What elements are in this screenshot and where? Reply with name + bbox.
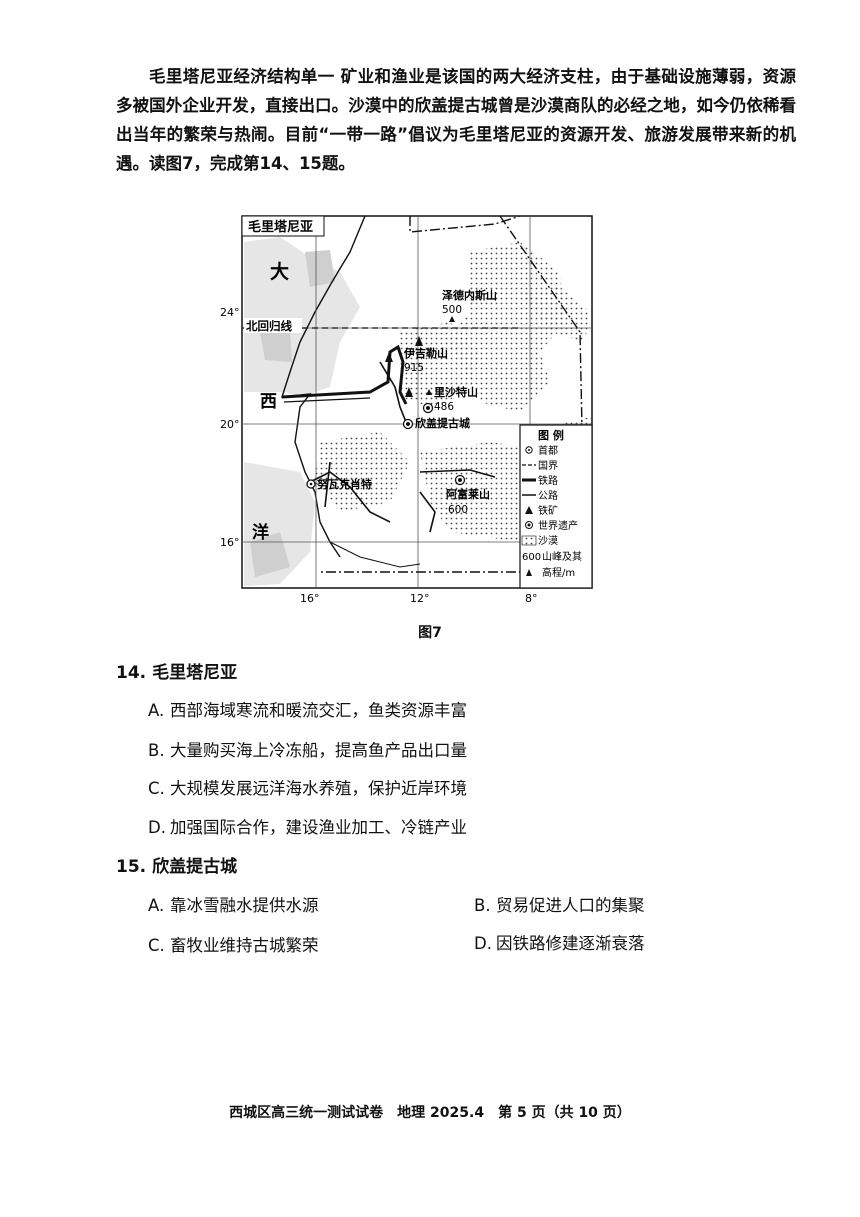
peak1-name: 泽德内斯山 <box>442 288 497 302</box>
page-footer: 西城区高三统一测试试卷地理 2025.4 第 5 页（共 10 页） <box>0 1102 860 1122</box>
lon-8-label: 8° <box>525 592 538 604</box>
heritage-icon-dot <box>426 406 430 410</box>
peak2-elev: 915 <box>404 362 424 374</box>
railway <box>281 344 408 405</box>
legend-road: 公路 <box>538 489 558 502</box>
iron-mine-icon <box>415 336 423 346</box>
tropic-label-bg <box>244 318 302 333</box>
legend-railway: 铁路 <box>538 474 558 487</box>
peak-icon <box>426 389 432 395</box>
road <box>379 361 407 423</box>
cloud-patch <box>305 250 335 287</box>
legend-iron-mine: 铁矿 <box>538 504 558 517</box>
country-label-box <box>241 215 325 237</box>
legend-iron-icon <box>525 506 533 514</box>
footer-exam: 西城区高三统一测试试卷 <box>229 1105 384 1121</box>
legend-title: 图 例 <box>538 428 564 442</box>
q14-option-a[interactable]: A.西部海域寒流和暖流交汇，鱼类资源丰富 <box>148 701 467 720</box>
map-svg: 毛里塔尼亚 大 西 洋 24° 20° 16° 16° 12° 8° 北回归线 … <box>220 215 593 604</box>
desert-area <box>520 287 590 342</box>
national-border <box>409 215 521 233</box>
legend-world-heritage: 世界遗产 <box>538 519 578 532</box>
legend-desert-icon <box>521 535 537 546</box>
legend-peak-line1: 山峰及其 <box>542 551 582 563</box>
map-legend: 图 例 首都 国界 铁路 公路 铁矿 世界遗产 沙漠 600 山峰及其 高程/m <box>519 424 593 589</box>
ocean-label-yang: 洋 <box>252 522 269 543</box>
q14-option-c[interactable]: C.大规模发展远洋海水养殖，保护近岸环境 <box>148 779 467 798</box>
legend-border: 国界 <box>538 460 558 472</box>
question-14-number: 14. <box>116 663 147 683</box>
cloud-patch <box>250 532 290 577</box>
southern-river <box>329 541 421 568</box>
q15-option-a[interactable]: A.靠冰雪融水提供水源 <box>148 896 319 915</box>
lat-16-label: 16° <box>220 536 240 549</box>
lat-20-label: 20° <box>220 418 240 431</box>
country-label: 毛里塔尼亚 <box>248 219 313 235</box>
legend-peak-line2: 高程/m <box>542 566 575 579</box>
legend-desert: 沙漠 <box>538 535 558 547</box>
peak2-name: 伊吉勒山 <box>403 346 448 360</box>
q15-option-d[interactable]: D.因铁路修建逐渐衰落 <box>474 934 645 953</box>
ocean-label-da: 大 <box>270 260 289 283</box>
desert-area <box>315 432 410 512</box>
intro-passage: 毛里塔尼亚经济结构单一 矿业和渔业是该国的两大经济支柱，由于基础设施薄弱，资源多… <box>116 67 796 173</box>
peak4-elev: 600 <box>448 504 468 516</box>
question-14-stem: 14.毛里塔尼亚 <box>116 658 237 683</box>
cloud-patch <box>260 330 292 362</box>
q15-option-c[interactable]: C.畜牧业维持古城繁荣 <box>148 936 319 955</box>
legend-capital: 首都 <box>538 444 558 457</box>
road <box>419 469 496 478</box>
peak3-elev: 486 <box>434 401 454 413</box>
iron-mine-icon <box>385 352 393 362</box>
footer-page: 第 5 页（共 10 页） <box>498 1105 631 1121</box>
tropic-label: 北回归线 <box>246 319 292 333</box>
question-14-text: 毛里塔尼亚 <box>152 663 238 683</box>
road <box>324 461 331 508</box>
mauritania-map: 毛里塔尼亚 大 西 洋 24° 20° 16° 16° 12° 8° 北回归线 … <box>220 212 620 604</box>
iron-mine-icon <box>405 387 413 397</box>
legend-peak-icon <box>526 569 532 576</box>
peak-icon <box>449 316 455 322</box>
question-15-text: 欣盖提古城 <box>152 857 238 877</box>
railway-parallel <box>283 397 371 403</box>
q14-option-d[interactable]: D.加强国际合作，建设渔业加工、冷链产业 <box>148 818 467 837</box>
q14-option-b[interactable]: B.大量购买海上冷冻船，提高鱼产品出口量 <box>148 741 467 760</box>
lat-24-label: 24° <box>220 306 240 319</box>
question-15-stem: 15.欣盖提古城 <box>116 852 237 877</box>
heritage-icon-dot <box>458 478 462 482</box>
q15-option-b[interactable]: B.贸易促进人口的集聚 <box>474 896 645 915</box>
heritage-city-label: 欣盖提古城 <box>415 416 470 430</box>
ocean-label-xi: 西 <box>260 392 277 412</box>
question-15-number: 15. <box>116 857 147 877</box>
lon-16-label: 16° <box>300 592 320 604</box>
road <box>309 471 391 523</box>
peak3-name: 里沙特山 <box>434 385 478 399</box>
legend-box <box>519 424 593 589</box>
heritage-icon-dot <box>406 422 410 426</box>
road <box>419 491 436 533</box>
figure-caption: 图7 <box>418 625 442 641</box>
capital-icon-dot <box>309 482 313 486</box>
footer-subject: 地理 2025.4 <box>397 1105 485 1121</box>
peak1-elev: 500 <box>442 304 462 316</box>
lon-12-label: 12° <box>410 592 430 604</box>
legend-peak-num: 600 <box>522 552 541 563</box>
peak4-name: 阿富莱山 <box>446 487 490 501</box>
capital-label: 努瓦克肖特 <box>317 477 372 491</box>
